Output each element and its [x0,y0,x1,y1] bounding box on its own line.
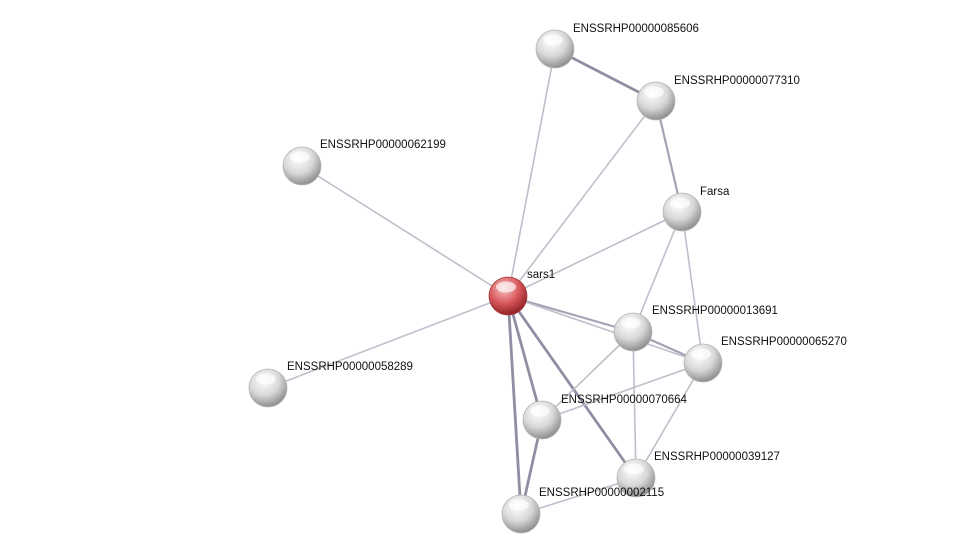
edge-p013691-p070664[interactable] [541,331,634,421]
node-label: ENSSRHP00000065270 [721,336,847,348]
edge-p013691-p039127[interactable] [632,331,637,479]
edge-sars1-p085606[interactable] [507,48,556,297]
edge-p065270-p070664[interactable] [541,362,704,421]
edge-sars1-p077310[interactable] [507,100,657,297]
node-layer: sars1 ENSSRHP00000085606ENSSRHP0000007731… [248,23,847,534]
node-p039127[interactable]: ENSSRHP00000039127 [616,451,780,498]
node-label: ENSSRHP00000085606 [573,23,699,35]
node-shine [691,348,711,360]
node-shine [509,499,529,511]
edge-sars1-p058289[interactable] [267,295,509,389]
edge-sars1-p070664[interactable] [506,294,544,422]
node-p077310[interactable]: ENSSRHP00000077310 [636,75,800,121]
edge-sars1-p065270[interactable] [507,295,704,364]
node-farsa[interactable]: Farsa [662,186,730,232]
edge-sars1-farsa[interactable] [507,211,683,297]
node-label: ENSSRHP00000058289 [287,361,413,373]
node-shine [256,373,276,385]
node-label: ENSSRHP00000013691 [652,305,778,317]
node-p062199[interactable]: ENSSRHP00000062199 [282,139,446,186]
node-p058289[interactable]: ENSSRHP00000058289 [248,361,413,408]
node-shine [496,281,516,293]
node-shine [290,151,310,163]
edge-sars1-p039127[interactable] [506,294,638,480]
node-shine [670,197,690,209]
node-sars1[interactable]: sars1 [488,269,555,316]
node-label: ENSSRHP00000070664 [561,394,688,406]
node-label: Farsa [700,186,730,198]
edge-sars1-p013691[interactable] [506,294,635,334]
node-p013691[interactable]: ENSSRHP00000013691 [613,305,778,352]
node-label: ENSSRHP00000002115 [539,487,664,499]
node-shine [621,317,641,329]
edge-farsa-p013691[interactable] [632,211,683,333]
node-label: ENSSRHP00000077310 [674,75,800,87]
node-p065270[interactable]: ENSSRHP00000065270 [683,336,847,383]
node-shine [624,463,644,475]
node-p070664[interactable]: ENSSRHP00000070664 [522,394,688,440]
edge-layer [267,47,705,516]
node-p002115[interactable]: ENSSRHP00000002115 [501,487,664,534]
edge-farsa-p065270[interactable] [681,211,704,364]
edge-sars1-p002115[interactable] [506,294,523,516]
edge-p065270-p039127[interactable] [635,362,704,479]
node-label: ENSSRHP00000062199 [320,139,446,151]
node-shine [530,405,550,417]
edge-sars1-p062199[interactable] [301,165,509,297]
node-shine [543,34,563,46]
node-label: sars1 [527,269,555,281]
node-p085606[interactable]: ENSSRHP00000085606 [535,23,699,69]
node-label: ENSSRHP00000039127 [654,451,780,463]
node-shine [644,86,664,98]
edge-p039127-p002115[interactable] [520,477,637,515]
